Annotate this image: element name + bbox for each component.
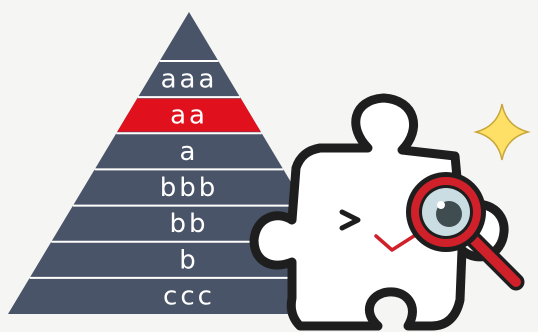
winking-eye: [339, 209, 361, 231]
mouth: [374, 234, 416, 252]
sparkle-icon: [473, 103, 531, 161]
pyramid-tier-label: a: [180, 137, 199, 167]
pyramid-tier-label: bb: [169, 209, 208, 239]
pyramid-tier-label: ccc: [163, 281, 215, 311]
magnifier-icon: [406, 172, 525, 291]
puzzle-piece-body: [249, 93, 509, 331]
pyramid-tier-label: aaa: [161, 65, 218, 95]
pyramid-tier-label: aa: [170, 101, 208, 131]
pyramid-tier-highlight: [117, 98, 261, 132]
pyramid-tier-label: bbb: [160, 173, 219, 203]
puzzle-piece-mascot: [249, 93, 525, 331]
pyramid-tier-label: b: [179, 245, 199, 275]
